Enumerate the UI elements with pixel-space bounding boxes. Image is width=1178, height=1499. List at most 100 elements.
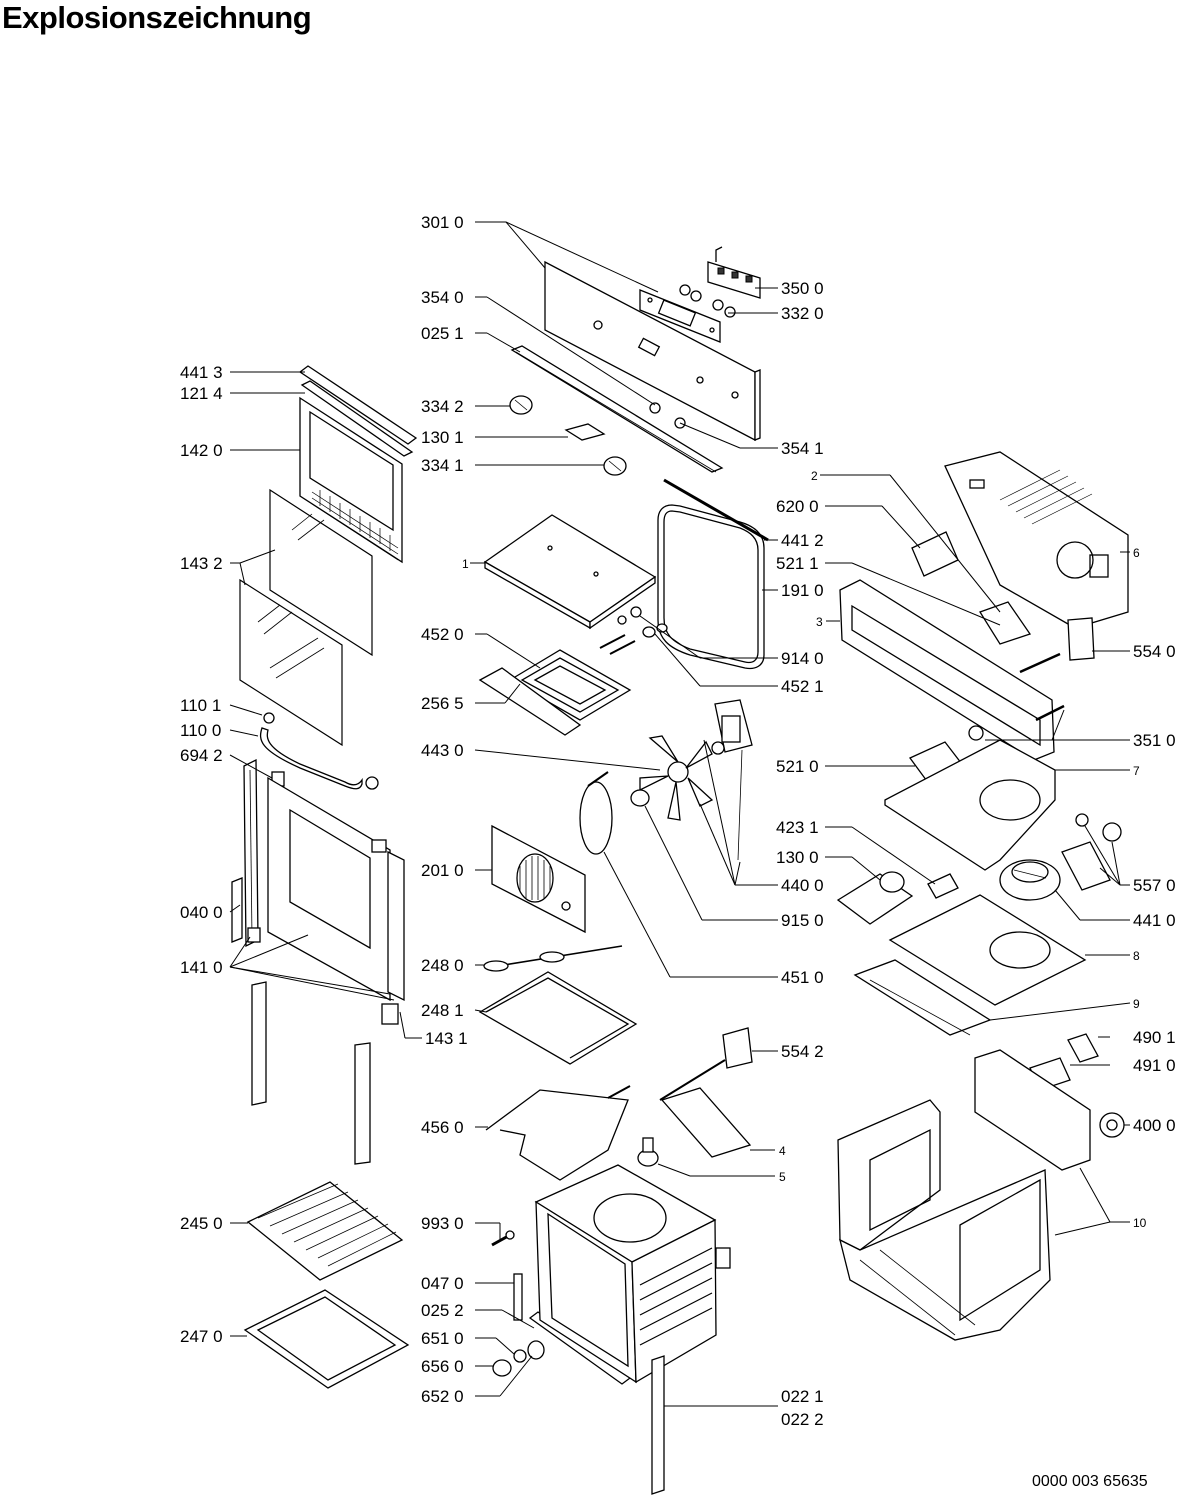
- part-thermostat-5542: [659, 1027, 753, 1101]
- callout-label: 191 0: [781, 581, 824, 600]
- part-switch-block: [707, 246, 761, 299]
- callout-labels: 301 0 350 0 354 0 332 0 025 1 441 3 121 …: [180, 213, 1176, 1429]
- part-back-cover: [944, 451, 1129, 629]
- callout-label: 110 0: [180, 721, 221, 740]
- callout-label: 354 0: [421, 288, 464, 307]
- part-clip-1301: [564, 423, 606, 441]
- part-door-top-trim: [298, 365, 418, 457]
- part-047: [513, 1273, 523, 1321]
- callout-label: 022 1: [781, 1387, 824, 1406]
- callout-label: 914 0: [781, 649, 824, 668]
- callout-label: 351 0: [1133, 731, 1176, 750]
- callout-label: 334 2: [421, 397, 464, 416]
- callout-label: 130 0: [776, 848, 819, 867]
- part-rod-4412: [663, 478, 769, 542]
- part-thermostat-5540: [1067, 617, 1095, 661]
- callout-label: 025 2: [421, 1301, 464, 1320]
- part-top-heating-element: [508, 634, 636, 721]
- part-strip-right: [354, 1042, 371, 1165]
- part-cross-rail-top: [510, 345, 724, 473]
- part-door-handle: [259, 712, 379, 790]
- callout-label: 440 0: [781, 876, 824, 895]
- callout-label: 025 1: [421, 324, 464, 343]
- part-front-frame: [839, 579, 1055, 787]
- part-outer-door: [267, 776, 405, 1002]
- callout-label: 423 1: [776, 818, 819, 837]
- callout-label: 6: [1133, 546, 1140, 560]
- callout-label: 441 3: [180, 363, 223, 382]
- part-carcass: [837, 1049, 1091, 1341]
- part-control-board: [639, 289, 721, 343]
- part-control-panel: [544, 260, 761, 442]
- callout-label: 354 1: [781, 439, 824, 458]
- callout-label: 022 2: [781, 1410, 824, 1429]
- callout-label: 993 0: [421, 1214, 464, 1233]
- callout-label: 10: [1133, 1216, 1147, 1230]
- part-vertical-strip: [651, 1355, 665, 1495]
- part-control-1300: [836, 871, 914, 925]
- part-module-2: [979, 601, 1032, 645]
- page-title: Explosionszeichnung: [2, 0, 312, 35]
- part-4000: [1099, 1112, 1125, 1138]
- callout-label: 040 0: [180, 903, 223, 922]
- document-number: 0000 003 65635: [1032, 1473, 1148, 1490]
- callout-label: 256 5: [421, 694, 464, 713]
- callout-label: 656 0: [421, 1357, 464, 1376]
- callout-label: 7: [1133, 764, 1140, 778]
- callout-label: 441 0: [1133, 911, 1176, 930]
- part-strip-left: [251, 981, 267, 1106]
- callout-label: 400 0: [1133, 1116, 1176, 1135]
- callout-label: 143 1: [425, 1029, 468, 1048]
- callout-label: 130 1: [421, 428, 464, 447]
- callout-label: 651 0: [421, 1329, 464, 1348]
- part-meat-probe: [483, 945, 623, 972]
- part-4231: [927, 873, 959, 899]
- callout-label: 047 0: [421, 1274, 464, 1293]
- part-5570: [1075, 813, 1089, 827]
- callout-label: 141 0: [180, 958, 223, 977]
- part-oven-rack: [246, 1181, 404, 1281]
- callout-label: 620 0: [776, 497, 819, 516]
- callout-label: 456 0: [421, 1118, 464, 1137]
- callout-label: 143 2: [180, 554, 223, 573]
- callout-label: 247 0: [180, 1327, 223, 1346]
- callout-label: 452 1: [781, 677, 824, 696]
- callout-label: 652 0: [421, 1387, 464, 1406]
- callout-label: 452 0: [421, 625, 464, 644]
- callout-label: 1: [462, 557, 469, 571]
- part-bracket-4: [660, 1087, 752, 1158]
- part-glass-panes: [239, 488, 373, 747]
- callout-label: 248 0: [421, 956, 464, 975]
- callout-label: 301 0: [421, 213, 464, 232]
- part-3510: [1019, 652, 1061, 674]
- callout-label: 334 1: [421, 456, 464, 475]
- part-reflector-2565: [478, 667, 582, 736]
- callout-label: 491 0: [1133, 1056, 1176, 1075]
- callout-label: 554 2: [781, 1042, 824, 1061]
- callout-label: 121 4: [180, 384, 223, 403]
- part-baking-tray: [243, 1289, 410, 1389]
- part-4901: [1067, 1033, 1099, 1063]
- callout-label: 248 1: [421, 1001, 464, 1020]
- part-plate-8: [888, 894, 1087, 1006]
- callout-label: 245 0: [180, 1214, 223, 1233]
- callout-label: 443 0: [421, 741, 464, 760]
- callout-label: 9: [1133, 997, 1140, 1011]
- part-6510: [513, 1349, 527, 1363]
- part-hinge-1431: [381, 1003, 399, 1025]
- leader-lines: [229, 221, 1131, 1407]
- callout-label: 554 0: [1133, 642, 1176, 661]
- part-fan-motor: [711, 699, 753, 861]
- part-inner-door-frame: [299, 396, 403, 564]
- callout-label: 521 0: [776, 757, 819, 776]
- callout-label: 110 1: [180, 696, 221, 715]
- part-top-cover-7: [884, 739, 1056, 871]
- callout-label: 8: [1133, 949, 1140, 963]
- part-nut-9140: [630, 606, 642, 618]
- callout-label: 201 0: [421, 861, 464, 880]
- callout-label: 4: [779, 1144, 786, 1158]
- callout-label: 694 2: [180, 746, 223, 765]
- callout-label: 350 0: [781, 279, 824, 298]
- callout-label: 2: [811, 469, 818, 483]
